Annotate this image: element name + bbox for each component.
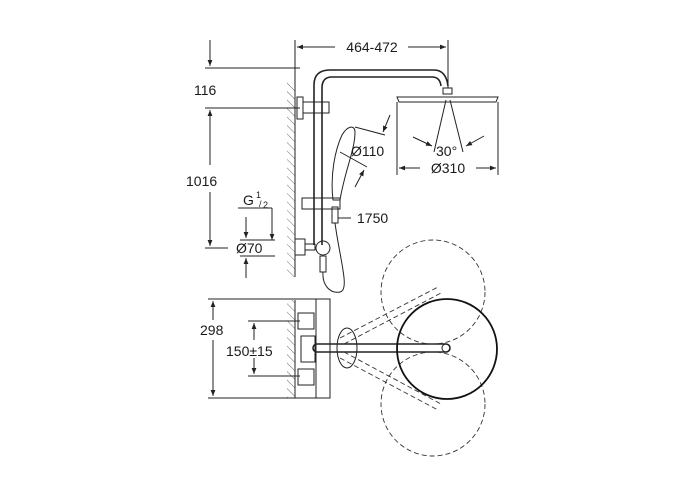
dim-head-diameter: Ø310 <box>431 160 465 176</box>
swing-circle-lower <box>380 351 486 457</box>
dim-arm-projection: 464-472 <box>346 39 398 55</box>
dim-inlet-centres: 150±15 <box>226 343 273 359</box>
diverter <box>315 240 331 256</box>
side-view: 464-472 116 1016 G 1 / 2 Ø70 <box>186 39 499 293</box>
dim-mixer-height: 298 <box>200 322 224 338</box>
handshower <box>331 126 356 201</box>
riser-and-arm <box>313 69 449 245</box>
swing-circle-upper <box>380 239 486 345</box>
wall-hatch <box>287 82 295 277</box>
dim-top-offset: 116 <box>194 82 217 98</box>
thermostat-mixer <box>315 298 331 399</box>
head-shower <box>396 96 499 103</box>
dim-thread-den: 2 <box>263 200 268 210</box>
dim-head-angle: 30° <box>436 143 457 159</box>
dim-thread-num: 1 <box>256 190 261 200</box>
head-shower-plan <box>396 298 498 400</box>
dim-thread: G <box>243 192 254 208</box>
dim-hose-length: 1750 <box>357 210 388 226</box>
hose <box>322 222 345 293</box>
svg-text:/: / <box>259 199 262 209</box>
dim-handshower-diameter: Ø110 <box>351 143 384 159</box>
slider <box>301 197 341 210</box>
dim-flange-diameter: Ø70 <box>236 240 263 256</box>
shower-arm-plan <box>312 343 451 353</box>
dim-riser-height: 1016 <box>186 173 217 189</box>
plan-view: 298 150±15 <box>200 239 498 457</box>
